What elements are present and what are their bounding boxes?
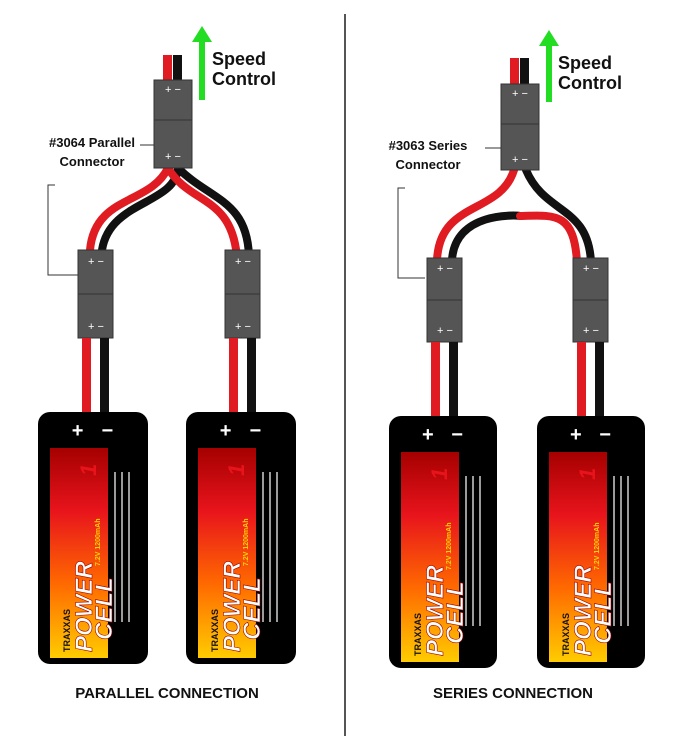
parallel-battery-connector-b: + − + − bbox=[224, 249, 261, 339]
fine-print-line bbox=[613, 476, 615, 626]
battery-minus-terminal: − bbox=[249, 420, 261, 442]
fine-print-line bbox=[472, 476, 474, 626]
series-connector-label-2: Connector bbox=[396, 157, 461, 172]
battery-plus-terminal: + bbox=[570, 424, 582, 446]
fine-print-line bbox=[479, 476, 481, 626]
series-top-connector: + − + − bbox=[500, 83, 540, 171]
battery-model-2: CELL bbox=[590, 581, 617, 644]
series-battery-connector-a: + − + − bbox=[426, 257, 463, 343]
battery-brand: TRAXXAS bbox=[210, 609, 220, 652]
battery-series-number: 1 bbox=[575, 468, 600, 480]
fine-print-line bbox=[128, 472, 130, 622]
connector-pm-text: + − bbox=[583, 325, 599, 337]
speed-control-label-right-2: Control bbox=[558, 73, 622, 93]
battery-model-1: POWER bbox=[422, 565, 449, 656]
fine-print-line bbox=[627, 476, 629, 626]
battery-series-number: 1 bbox=[224, 464, 249, 476]
series-battery-leads bbox=[431, 342, 604, 418]
series-connector-label-1: #3063 Series bbox=[389, 138, 468, 153]
battery-model-1: POWER bbox=[71, 561, 98, 652]
up-arrow-icon bbox=[539, 30, 559, 102]
connector-pm-text: + − bbox=[512, 154, 528, 166]
speed-control-wires-left bbox=[163, 55, 182, 83]
battery-model-2: CELL bbox=[239, 577, 266, 640]
battery-label bbox=[50, 448, 108, 658]
connector-pm-text: + − bbox=[165, 84, 181, 96]
connector-pm-text: + − bbox=[437, 325, 453, 337]
fine-print-line bbox=[121, 472, 123, 622]
battery-brand: TRAXXAS bbox=[413, 613, 423, 656]
fine-print-line bbox=[465, 476, 467, 626]
fine-print-line bbox=[620, 476, 622, 626]
parallel-diagram: + − + − #3064 Parallel Connector + − + −… bbox=[38, 55, 296, 664]
connector-pm-text: + − bbox=[437, 263, 453, 275]
battery-model-2: CELL bbox=[91, 577, 118, 640]
center-divider bbox=[344, 14, 346, 736]
battery-brand: TRAXXAS bbox=[62, 609, 72, 652]
speed-control-label-left-1: Speed bbox=[212, 49, 266, 69]
connector-pm-text: + − bbox=[512, 88, 528, 100]
battery-minus-terminal: − bbox=[101, 420, 113, 442]
fine-print-line bbox=[276, 472, 278, 622]
series-diagram: + − + − #3063 Series Connector + − + − +… bbox=[389, 58, 645, 668]
up-arrow-icon bbox=[192, 26, 212, 100]
parallel-battery-leads bbox=[82, 338, 256, 413]
fine-print-line bbox=[114, 472, 116, 622]
connector-pm-text: + − bbox=[583, 263, 599, 275]
connector-pm-text: + − bbox=[235, 256, 251, 268]
connector-pm-text: + − bbox=[235, 321, 251, 333]
battery-series-number: 1 bbox=[427, 468, 452, 480]
speed-control-wires-right bbox=[510, 58, 529, 86]
fine-print-line bbox=[262, 472, 264, 622]
battery-model-2: CELL bbox=[442, 581, 469, 644]
battery-spec: 7.2V 1200mAh bbox=[243, 519, 250, 566]
parallel-top-connector: + − + − bbox=[153, 79, 193, 169]
battery-spec: 7.2V 1200mAh bbox=[446, 523, 453, 570]
battery-model-1: POWER bbox=[570, 565, 597, 656]
battery-plus-terminal: + bbox=[422, 424, 434, 446]
battery-label bbox=[549, 452, 607, 662]
connector-pm-text: + − bbox=[165, 151, 181, 163]
battery-series-number: 1 bbox=[76, 464, 101, 476]
series-leader-line-2 bbox=[397, 187, 425, 279]
parallel-caption: PARALLEL CONNECTION bbox=[75, 685, 259, 702]
fine-print-line bbox=[269, 472, 271, 622]
battery-model-1: POWER bbox=[219, 561, 246, 652]
battery-spec: 7.2V 1200mAh bbox=[95, 519, 102, 566]
parallel-connector-label-2: Connector bbox=[60, 154, 125, 169]
battery-spec: 7.2V 1200mAh bbox=[594, 523, 601, 570]
parallel-connector-label-1: #3064 Parallel bbox=[49, 135, 135, 150]
battery-brand: TRAXXAS bbox=[561, 613, 571, 656]
connector-pm-text: + − bbox=[88, 256, 104, 268]
battery-minus-terminal: − bbox=[451, 424, 463, 446]
parallel-battery-connector-a: + − + − bbox=[77, 249, 114, 339]
speed-control-label-right-1: Speed bbox=[558, 53, 612, 73]
series-battery-connector-b: + − + − bbox=[572, 257, 609, 343]
parallel-leader-line-2 bbox=[47, 184, 80, 276]
connector-pm-text: + − bbox=[88, 321, 104, 333]
parallel-harness bbox=[86, 164, 253, 262]
series-harness bbox=[433, 166, 595, 266]
battery-plus-terminal: + bbox=[220, 420, 232, 442]
battery-plus-terminal: + bbox=[72, 420, 84, 442]
battery-label bbox=[401, 452, 459, 662]
series-caption: SERIES CONNECTION bbox=[433, 685, 593, 702]
speed-control-label-left-2: Control bbox=[212, 69, 276, 89]
battery-label bbox=[198, 448, 256, 658]
battery-minus-terminal: − bbox=[599, 424, 611, 446]
